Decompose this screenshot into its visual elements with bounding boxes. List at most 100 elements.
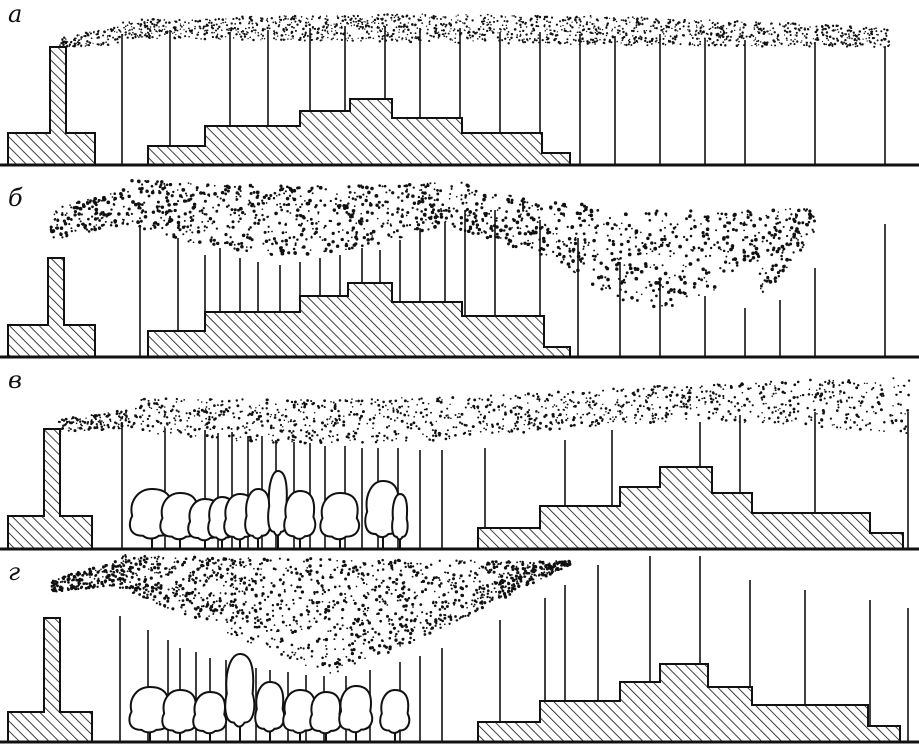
smoke-particle-b xyxy=(113,192,116,195)
smoke-particle-a xyxy=(350,25,353,27)
smoke-particle-a xyxy=(810,43,813,45)
smoke-particle-v xyxy=(631,404,633,406)
smoke-particle-a xyxy=(294,29,297,32)
smoke-particle-b xyxy=(205,185,208,188)
smoke-particle-b xyxy=(606,248,609,251)
smoke-particle-b xyxy=(407,182,412,187)
smoke-particle-b xyxy=(602,284,605,287)
smoke-particle-a xyxy=(363,21,365,23)
smoke-particle-a xyxy=(455,33,457,35)
smoke-particle-b xyxy=(682,235,686,239)
smoke-particle-a xyxy=(339,22,342,25)
smoke-particle-a xyxy=(852,43,854,46)
smoke-particle-b xyxy=(173,202,177,206)
smoke-particle-v xyxy=(722,388,725,391)
smoke-particle-b xyxy=(599,261,603,265)
smoke-particle-b xyxy=(475,208,478,212)
smoke-particle-a xyxy=(361,18,364,20)
smoke-particle-v xyxy=(614,403,617,406)
smoke-particle-g xyxy=(388,588,391,591)
smoke-particle-v xyxy=(849,426,852,429)
smoke-particle-a xyxy=(73,43,76,46)
smoke-particle-a xyxy=(116,37,119,41)
smoke-particle-a xyxy=(469,36,472,39)
smoke-particle-v xyxy=(463,423,467,427)
smoke-particle-b xyxy=(308,198,312,203)
smoke-particle-a xyxy=(633,39,636,41)
smoke-particle-a xyxy=(390,16,393,19)
smoke-particle-a xyxy=(407,28,410,32)
smoke-particle-a xyxy=(693,20,696,22)
smoke-particle-v xyxy=(311,429,314,432)
smoke-particle-b xyxy=(780,257,784,261)
smoke-particle-b xyxy=(649,266,652,269)
smoke-particle-a xyxy=(442,29,445,32)
smoke-particle-a xyxy=(260,33,263,36)
smoke-particle-b xyxy=(222,198,226,202)
smoke-particle-a xyxy=(321,33,324,36)
smoke-particle-b xyxy=(518,203,522,206)
smoke-particle-a xyxy=(261,28,265,32)
smoke-particle-v xyxy=(528,427,531,430)
smoke-particle-b xyxy=(100,199,103,202)
smoke-particle-b xyxy=(297,186,301,190)
smoke-particle-a xyxy=(288,34,290,37)
smoke-particle-a xyxy=(426,32,429,35)
smoke-particle-v xyxy=(788,413,791,417)
smoke-particle-b xyxy=(765,279,769,283)
smoke-particle-b xyxy=(300,203,304,206)
smoke-particle-a xyxy=(848,25,852,28)
smoke-particle-b xyxy=(682,275,686,279)
smoke-particle-v xyxy=(172,405,175,408)
smoke-particle-b xyxy=(231,240,234,244)
smoke-particle-v xyxy=(244,431,247,434)
smoke-particle-v xyxy=(392,409,395,412)
smoke-particle-b xyxy=(191,231,194,234)
smoke-particle-v xyxy=(81,420,84,423)
smoke-particle-a xyxy=(350,21,352,24)
smoke-particle-v xyxy=(209,428,212,431)
smoke-particle-a xyxy=(116,26,119,29)
smoke-particle-a xyxy=(478,35,481,38)
smoke-particle-v xyxy=(762,395,766,399)
smoke-particle-b xyxy=(285,185,289,189)
smoke-particle-b xyxy=(496,209,499,211)
smoke-particle-v xyxy=(867,423,869,426)
smoke-particle-a xyxy=(356,14,359,18)
smoke-particle-a xyxy=(327,24,330,26)
smoke-particle-v xyxy=(533,422,536,425)
smoke-particle-a xyxy=(504,16,507,18)
smoke-particle-b xyxy=(575,232,578,236)
smoke-particle-v xyxy=(736,402,740,405)
smoke-particle-b xyxy=(340,237,344,242)
smoke-particle-b xyxy=(797,238,799,241)
smoke-particle-a xyxy=(285,28,288,31)
smoke-particle-b xyxy=(599,275,604,279)
smoke-particle-b xyxy=(685,295,688,298)
smoke-particle-a xyxy=(519,30,521,33)
smoke-particle-b xyxy=(532,231,536,235)
panel-v: в xyxy=(0,366,919,551)
smoke-particle-v xyxy=(565,400,567,403)
smoke-particle-a xyxy=(65,38,67,40)
smoke-particle-v xyxy=(113,425,116,428)
smoke-particle-b xyxy=(588,224,591,227)
smoke-particle-b xyxy=(424,185,428,189)
smoke-particle-v xyxy=(818,421,821,425)
smoke-particle-a xyxy=(438,31,440,33)
smoke-particle-v xyxy=(279,423,283,427)
smoke-particle-a xyxy=(437,34,441,38)
smoke-particle-a xyxy=(294,20,297,23)
smoke-particle-b xyxy=(683,281,687,285)
smoke-particle-b xyxy=(219,197,222,200)
smoke-particle-g xyxy=(224,580,228,583)
smoke-particle-b xyxy=(453,225,456,228)
smoke-particle-v xyxy=(761,411,763,414)
smoke-particle-b xyxy=(413,228,416,231)
smoke-particle-a xyxy=(519,26,522,29)
smoke-particle-v xyxy=(100,428,104,432)
smoke-particle-b xyxy=(439,189,443,193)
smoke-particle-v xyxy=(845,413,848,416)
smoke-particle-b xyxy=(439,215,444,219)
smoke-particle-a xyxy=(669,18,672,21)
